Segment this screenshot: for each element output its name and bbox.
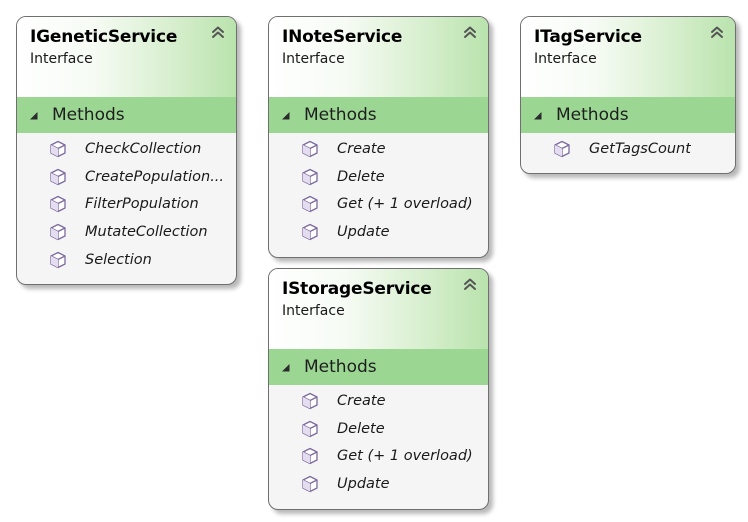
card-subtitle: Interface: [282, 51, 345, 67]
method-label: GetTagsCount: [589, 140, 691, 157]
method-label: Update: [337, 475, 390, 492]
method-label: Delete: [337, 420, 385, 437]
method-item[interactable]: Create: [269, 387, 488, 415]
method-cube-icon: [50, 140, 66, 157]
methods-section-header[interactable]: Methods: [521, 97, 735, 133]
triangle-expanded-icon[interactable]: [281, 111, 290, 120]
double-chevron-up-icon[interactable]: [462, 276, 478, 292]
method-item[interactable]: Delete: [269, 163, 488, 191]
method-cube-icon: [302, 475, 318, 493]
triangle-expanded-icon[interactable]: [29, 111, 38, 120]
method-item[interactable]: FilterPopulation: [17, 190, 236, 218]
card-header: IGeneticService Interface: [17, 17, 236, 97]
interface-card-itagservice[interactable]: ITagService Interface Methods GetTagsCou…: [520, 16, 736, 174]
interface-card-igeneticservice[interactable]: IGeneticService Interface Methods CheckC…: [16, 16, 237, 285]
triangle-expanded-icon[interactable]: [533, 111, 542, 120]
double-chevron-up-icon[interactable]: [210, 24, 226, 40]
methods-section-header[interactable]: Methods: [17, 97, 236, 133]
method-cube-icon: [50, 168, 66, 185]
method-cube-icon: [302, 196, 318, 213]
method-item[interactable]: MutateCollection: [17, 218, 236, 246]
card-title: INoteService: [282, 27, 403, 47]
method-cube-icon: [302, 168, 318, 185]
card-title: IStorageService: [282, 279, 432, 299]
double-chevron-up-icon[interactable]: [709, 24, 725, 40]
double-chevron-up-icon[interactable]: [462, 24, 478, 40]
method-cube-icon: [302, 223, 318, 241]
method-label: CheckCollection: [85, 140, 202, 157]
triangle-expanded-icon[interactable]: [281, 363, 290, 372]
method-cube-icon: [302, 140, 318, 157]
method-label: CreatePopulation...: [85, 168, 225, 185]
method-cube-icon: [554, 140, 570, 157]
section-label: Methods: [556, 105, 629, 125]
method-label: Delete: [337, 168, 385, 185]
card-title: ITagService: [534, 27, 642, 47]
section-label: Methods: [304, 357, 377, 377]
method-list: Create Delete Get (+ 1 overload) Update: [269, 385, 488, 498]
card-subtitle: Interface: [534, 51, 597, 67]
card-subtitle: Interface: [282, 303, 345, 319]
method-list: CheckCollection CreatePopulation... Filt…: [17, 133, 236, 273]
section-label: Methods: [52, 105, 125, 125]
method-label: Update: [337, 223, 390, 240]
method-item[interactable]: CreatePopulation...: [17, 163, 236, 191]
method-label: Create: [337, 140, 386, 157]
method-list: Create Delete Get (+ 1 overload) Update: [269, 133, 488, 246]
card-header: ITagService Interface: [521, 17, 735, 97]
method-item[interactable]: Delete: [269, 415, 488, 443]
method-list: GetTagsCount: [521, 133, 735, 163]
method-item[interactable]: Create: [269, 135, 488, 163]
method-item[interactable]: Update: [269, 218, 488, 246]
card-header: IStorageService Interface: [269, 269, 488, 349]
section-label: Methods: [304, 105, 377, 125]
method-label: Selection: [85, 251, 152, 268]
method-item[interactable]: GetTagsCount: [521, 135, 735, 163]
method-cube-icon: [302, 420, 318, 437]
method-label: Create: [337, 392, 386, 409]
method-cube-icon: [302, 448, 318, 465]
method-cube-icon: [50, 223, 66, 241]
method-label: Get (+ 1 overload): [337, 448, 473, 465]
methods-section-header[interactable]: Methods: [269, 97, 488, 133]
method-item[interactable]: Get (+ 1 overload): [269, 190, 488, 218]
interface-card-inoteservice[interactable]: INoteService Interface Methods Create De…: [268, 16, 489, 258]
method-cube-icon: [302, 392, 318, 409]
method-label: Get (+ 1 overload): [337, 196, 473, 213]
method-label: FilterPopulation: [85, 196, 199, 213]
method-item[interactable]: Update: [269, 470, 488, 498]
method-item[interactable]: CheckCollection: [17, 135, 236, 163]
method-item[interactable]: Get (+ 1 overload): [269, 442, 488, 470]
methods-section-header[interactable]: Methods: [269, 349, 488, 385]
card-subtitle: Interface: [30, 51, 93, 67]
interface-card-istorageservice[interactable]: IStorageService Interface Methods Create…: [268, 268, 489, 510]
card-header: INoteService Interface: [269, 17, 488, 97]
method-label: MutateCollection: [85, 223, 208, 240]
method-cube-icon: [50, 196, 66, 213]
method-item[interactable]: Selection: [17, 246, 236, 274]
card-title: IGeneticService: [30, 27, 178, 47]
method-cube-icon: [50, 251, 66, 268]
